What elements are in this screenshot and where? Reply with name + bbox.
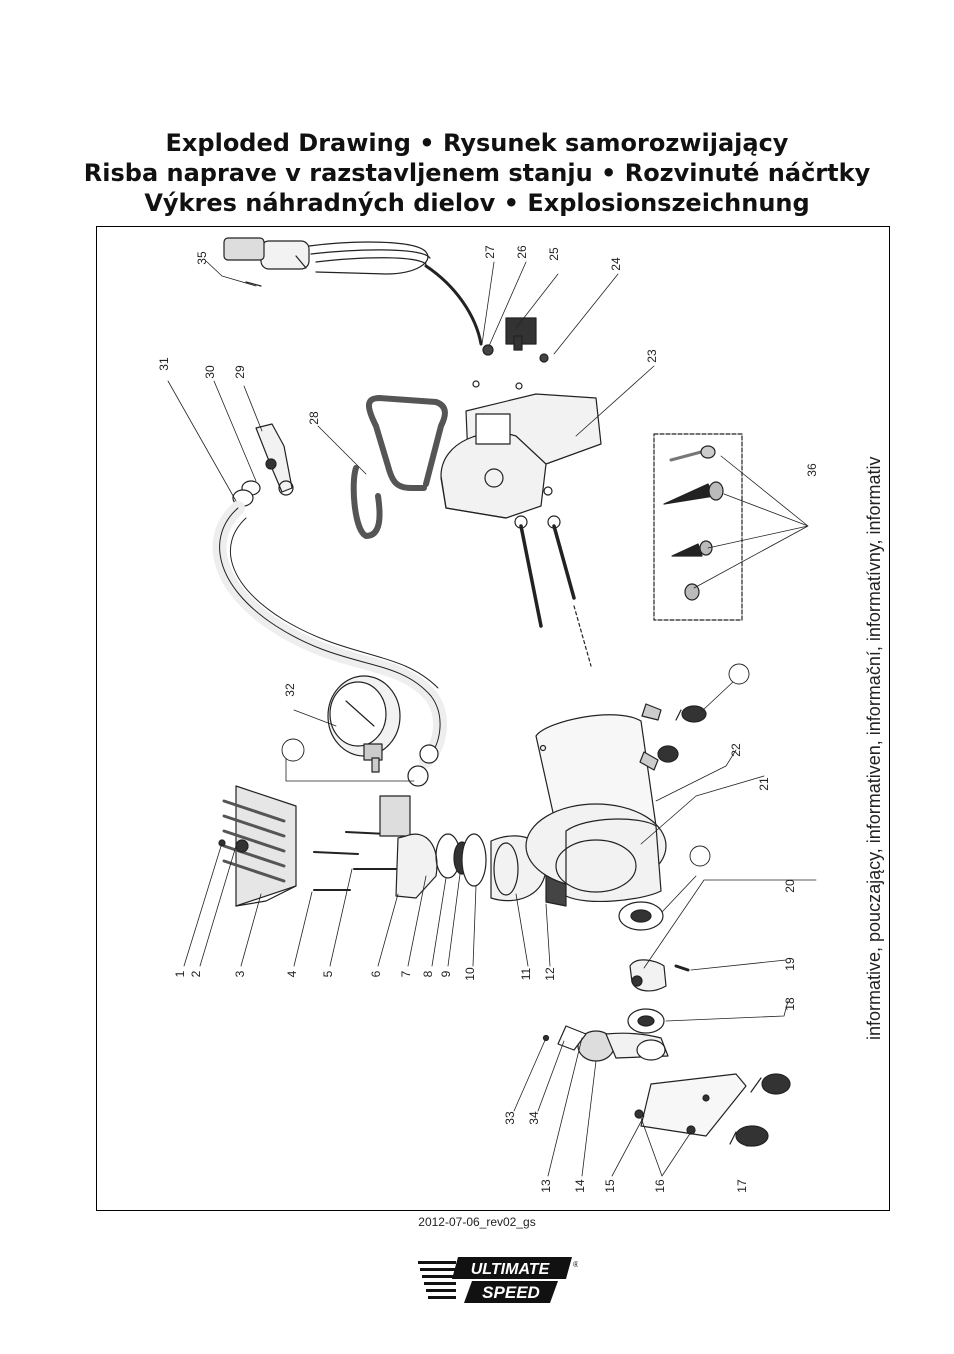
housing-cover-icon <box>440 380 602 519</box>
callout-26: 26 <box>515 245 529 259</box>
hand-pump-icon <box>223 237 431 287</box>
callout-9: 9 <box>439 970 453 977</box>
callout-8: 8 <box>421 970 435 977</box>
motor-icon <box>525 714 667 903</box>
callout-21: 21 <box>757 777 771 791</box>
rubber-foot-icon <box>639 703 707 771</box>
callout-28: 28 <box>307 411 321 425</box>
callout-circle-30 <box>281 738 305 762</box>
callout-10: 10 <box>463 967 477 981</box>
base-plate-icon <box>634 1073 791 1147</box>
callout-29: 29 <box>233 365 247 379</box>
title-line-3: Výkres náhradných dielov • Explosionszei… <box>144 189 810 217</box>
logo-registered-mark: ® <box>573 1260 578 1269</box>
callout-7: 7 <box>399 970 413 977</box>
exploded-drawing: 1234567891011123334131415161718192018212… <box>157 237 819 1193</box>
callout-5: 5 <box>321 970 335 977</box>
pressure-gauge-icon <box>327 675 401 773</box>
callout-17: 17 <box>735 1179 749 1193</box>
side-note: informative, pouczający, informativen, i… <box>864 456 884 1040</box>
callout-13: 13 <box>539 1179 553 1193</box>
callout-1: 1 <box>173 970 187 977</box>
callout-31: 31 <box>157 357 171 371</box>
accessories-box <box>653 433 743 621</box>
callout-4: 4 <box>285 970 299 977</box>
drawing-frame <box>96 226 890 1211</box>
callout-2: 2 <box>189 970 203 977</box>
callout-24: 24 <box>609 257 623 271</box>
callout-22: 22 <box>729 743 743 757</box>
callout-32: 32 <box>283 683 297 697</box>
callout-6: 6 <box>369 970 383 977</box>
callout-3: 3 <box>233 970 247 977</box>
leader-lines <box>167 260 817 1177</box>
callout-11: 11 <box>519 967 533 980</box>
rods-icon <box>514 515 592 667</box>
callout-34: 34 <box>527 1111 541 1125</box>
switch-icon <box>482 317 549 363</box>
callout-16: 16 <box>653 1179 667 1193</box>
callout-20: 20 <box>783 879 797 893</box>
callout-circle-17 <box>728 663 750 685</box>
callout-30: 30 <box>203 365 217 379</box>
screws-icon <box>218 831 397 891</box>
valve-plate-icon <box>379 795 487 899</box>
callout-labels: 1234567891011123334131415161718192018212… <box>157 245 819 1193</box>
callout-27: 27 <box>483 245 497 259</box>
logo-line1: ULTIMATE <box>471 1261 551 1278</box>
callout-23: 23 <box>645 349 659 363</box>
callout-12: 12 <box>543 967 557 981</box>
fitting-icon <box>407 765 429 787</box>
title-line-2: Risba naprave v razstavljenem stanju • R… <box>83 159 871 187</box>
page-title: Exploded Drawing • Rysunek samorozwijają… <box>0 128 954 218</box>
callout-15: 15 <box>603 1179 617 1193</box>
cylinder-head-icon <box>222 785 297 907</box>
callout-33: 33 <box>503 1111 517 1125</box>
callout-25: 25 <box>547 247 561 261</box>
revision-date: 2012-07-06_rev02_gs <box>418 1215 536 1229</box>
callout-36: 36 <box>805 463 819 477</box>
connecting-rod-icon <box>629 959 690 992</box>
frame-handle-icon <box>350 395 448 539</box>
ultimate-speed-logo: ULTIMATE SPEED ® <box>418 1257 578 1303</box>
callout-19: 19 <box>783 957 797 971</box>
callout-18: 18 <box>783 997 797 1011</box>
valve-icon <box>232 423 294 507</box>
logo-line2: SPEED <box>482 1283 540 1302</box>
hose-27-icon <box>424 264 483 346</box>
piston-icon <box>542 1025 669 1062</box>
title-line-1: Exploded Drawing • Rysunek samorozwijają… <box>165 129 789 157</box>
callout-14: 14 <box>573 1179 587 1193</box>
callout-35: 35 <box>195 251 209 265</box>
callout-circle-18 <box>689 845 711 867</box>
